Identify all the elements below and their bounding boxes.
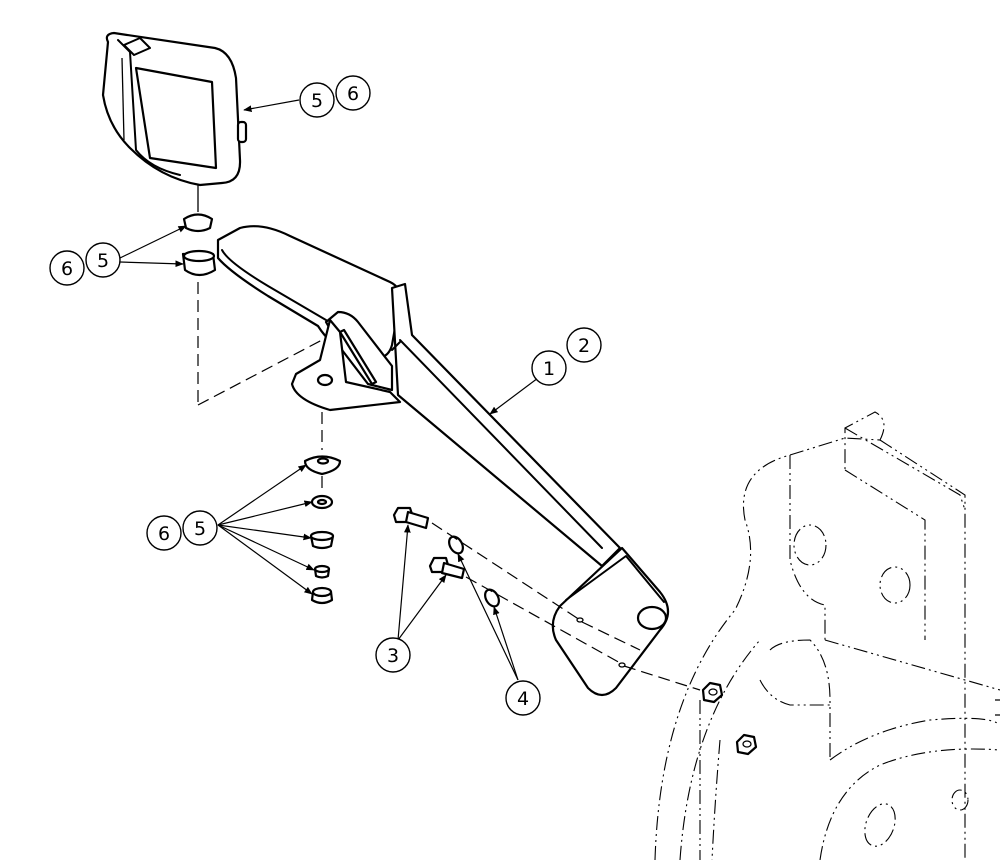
machine-frame-phantom: [654, 411, 1000, 860]
callout-bracket-2-label: 2: [578, 335, 590, 357]
callout-hw-stack-5-label: 5: [194, 518, 206, 540]
bolts-and-washers: [392, 506, 701, 691]
callout-bracket-2: 2: [566, 327, 602, 363]
callout-top-nut-5: 5: [85, 242, 121, 278]
work-lamp: [101, 31, 248, 187]
callout-hw-stack-5: 5: [182, 510, 218, 546]
leader-lines: [119, 99, 539, 681]
callout-hw-stack-6: 6: [146, 515, 182, 551]
callout-top-nut-6-label: 6: [61, 258, 73, 280]
callout-bolts-3: 3: [375, 637, 411, 673]
callout-hw-stack-6-label: 6: [158, 523, 170, 545]
callout-bracket-1-label: 1: [543, 358, 555, 380]
callout-lamp-5-label: 5: [311, 90, 323, 112]
callout-bolts-3-label: 3: [387, 645, 399, 667]
hardware-stack-lower: [303, 412, 342, 605]
lamp-mount-axis: [181, 185, 323, 406]
callout-top-nut-6: 6: [49, 250, 85, 286]
callout-lamp-6-label: 6: [347, 83, 359, 105]
callout-washers-4-label: 4: [517, 688, 529, 710]
callout-washers-4: 4: [505, 680, 541, 716]
callout-lamp-5: 5: [299, 82, 335, 118]
callout-top-nut-5-label: 5: [97, 250, 109, 272]
callout-lamp-6: 6: [335, 75, 371, 111]
mounting-bracket: [216, 225, 670, 697]
callout-bracket-1: 1: [531, 350, 567, 386]
